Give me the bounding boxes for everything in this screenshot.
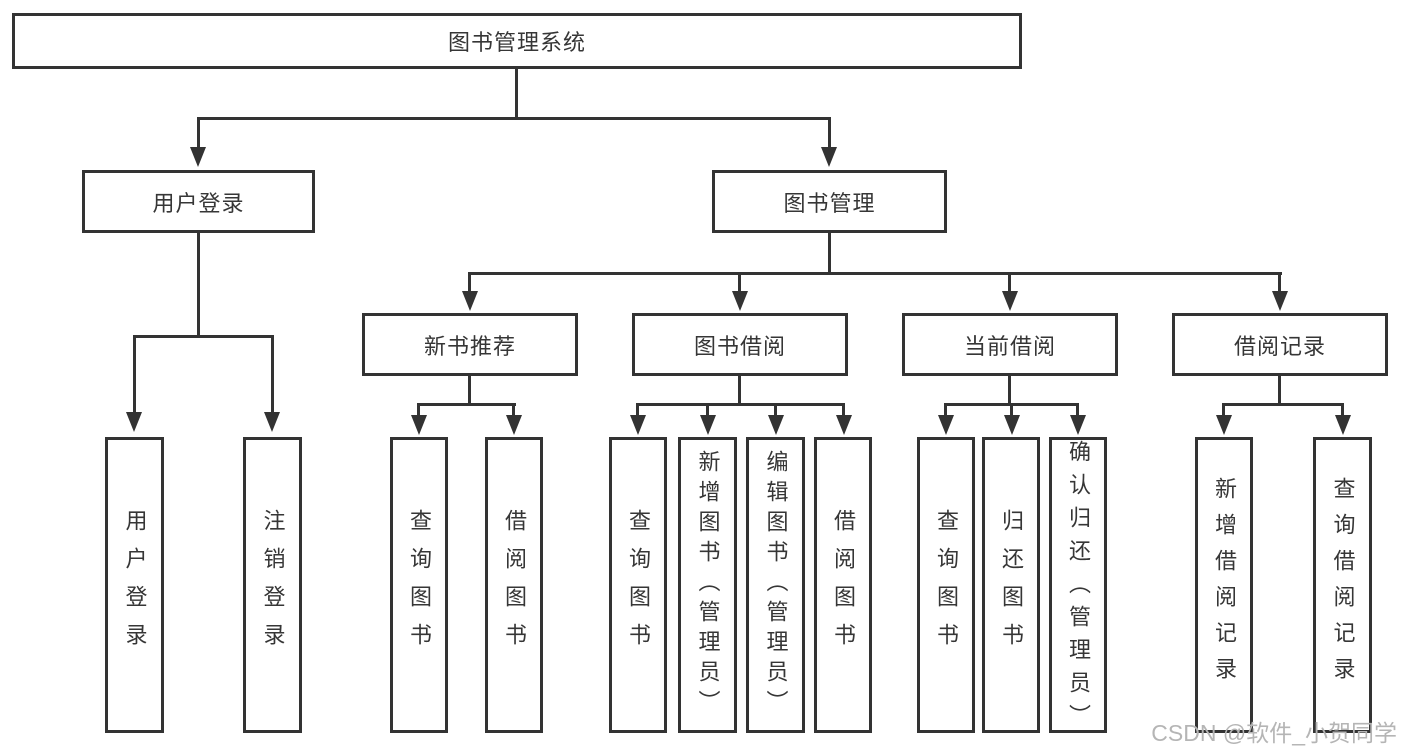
leaf-edit-book-admin: 编辑图书（管理员）	[746, 437, 805, 733]
connector-line	[1008, 272, 1011, 292]
connector-arrow	[768, 415, 784, 435]
connector-line	[738, 376, 741, 405]
connector-line	[515, 68, 518, 119]
connector-arrow	[411, 415, 427, 435]
node-root: 图书管理系统	[12, 13, 1022, 69]
connector-arrow	[700, 415, 716, 435]
connector-arrow	[630, 415, 646, 435]
connector-arrow	[1216, 415, 1232, 435]
node-book-management-label: 图书管理	[783, 190, 876, 216]
connector-line	[512, 403, 515, 417]
connector-arrow	[190, 147, 206, 167]
leaf-query-books-current: 查询图书	[917, 437, 975, 733]
connector-arrow	[1002, 291, 1018, 311]
connector-line	[1222, 403, 1225, 417]
leaf-edit-book-admin-label: 编辑图书（管理员）	[763, 450, 789, 720]
connector-line	[1278, 376, 1281, 405]
leaf-add-book-admin: 新增图书（管理员）	[678, 437, 737, 733]
leaf-user-login: 用户登录	[105, 437, 164, 733]
connector-line	[197, 117, 200, 150]
connector-arrow	[264, 412, 280, 432]
connector-arrow	[1004, 415, 1020, 435]
leaf-query-books-current-label: 查询图书	[934, 509, 959, 661]
leaf-query-books-borrow-label: 查询图书	[626, 509, 651, 661]
connector-arrow	[1070, 415, 1086, 435]
leaf-logout-label: 注销登录	[260, 509, 286, 661]
leaf-query-borrow-record-label: 查询借阅记录	[1330, 477, 1356, 693]
connector-line	[417, 403, 420, 417]
connector-line	[1010, 403, 1013, 417]
connector-line	[1278, 272, 1281, 292]
watermark: CSDN @软件_小贺同学	[1151, 720, 1397, 746]
connector-arrow	[821, 147, 837, 167]
node-current-borrow: 当前借阅	[902, 313, 1118, 376]
connector-line	[468, 376, 471, 405]
node-borrow-records: 借阅记录	[1172, 313, 1388, 376]
node-book-borrow: 图书借阅	[632, 313, 848, 376]
leaf-add-borrow-record: 新增借阅记录	[1195, 437, 1253, 733]
leaf-borrow-books-label: 借阅图书	[831, 509, 856, 661]
connector-arrow	[732, 291, 748, 311]
connector-line	[706, 403, 709, 417]
connector-line	[842, 403, 845, 417]
leaf-add-borrow-record-label: 新增借阅记录	[1212, 477, 1237, 693]
node-current-borrow-label: 当前借阅	[963, 333, 1056, 359]
leaf-confirm-return-admin-label: 确认归还（管理员）	[1066, 440, 1091, 737]
connector-line	[1076, 403, 1079, 417]
connector-line	[944, 403, 947, 417]
leaf-add-book-admin-label: 新增图书（管理员）	[695, 450, 721, 720]
connector-line	[271, 335, 274, 414]
connector-arrow	[938, 415, 954, 435]
node-root-label: 图书管理系统	[447, 30, 586, 55]
connector-line	[468, 272, 471, 292]
node-borrow-records-label: 借阅记录	[1233, 333, 1326, 359]
leaf-confirm-return-admin: 确认归还（管理员）	[1049, 437, 1107, 737]
connector-line	[1008, 376, 1011, 405]
connector-line	[1341, 403, 1344, 417]
leaf-borrow-books-recommend: 借阅图书	[485, 437, 543, 733]
node-book-borrow-label: 图书借阅	[693, 333, 786, 359]
connector-line	[636, 403, 844, 406]
leaf-user-login-label: 用户登录	[122, 509, 148, 661]
node-book-management: 图书管理	[712, 170, 947, 233]
connector-line	[828, 233, 831, 274]
leaf-query-books-borrow: 查询图书	[609, 437, 667, 733]
connector-line	[133, 335, 136, 414]
connector-arrow	[1335, 415, 1351, 435]
connector-line	[774, 403, 777, 417]
connector-line	[468, 272, 1282, 275]
connector-line	[417, 403, 516, 406]
connector-arrow	[462, 291, 478, 311]
leaf-return-book-label: 归还图书	[999, 509, 1024, 661]
node-user-login-label: 用户登录	[152, 190, 245, 216]
connector-line	[828, 117, 831, 150]
node-new-book-recommend-label: 新书推荐	[423, 333, 516, 359]
leaf-borrow-books: 借阅图书	[814, 437, 872, 733]
connector-line	[1222, 403, 1343, 406]
connector-line	[197, 117, 831, 120]
connector-line	[738, 272, 741, 292]
node-new-book-recommend: 新书推荐	[362, 313, 578, 376]
leaf-return-book: 归还图书	[982, 437, 1040, 733]
connector-arrow	[836, 415, 852, 435]
connector-arrow	[506, 415, 522, 435]
connector-line	[133, 335, 274, 338]
leaf-query-books-recommend: 查询图书	[390, 437, 448, 733]
leaf-query-borrow-record: 查询借阅记录	[1313, 437, 1372, 733]
connector-line	[636, 403, 639, 417]
connector-line	[197, 233, 200, 337]
connector-arrow	[1272, 291, 1288, 311]
leaf-borrow-books-recommend-label: 借阅图书	[502, 509, 527, 661]
connector-arrow	[126, 412, 142, 432]
leaf-query-books-recommend-label: 查询图书	[407, 509, 432, 661]
leaf-logout: 注销登录	[243, 437, 302, 733]
node-user-login: 用户登录	[82, 170, 315, 233]
